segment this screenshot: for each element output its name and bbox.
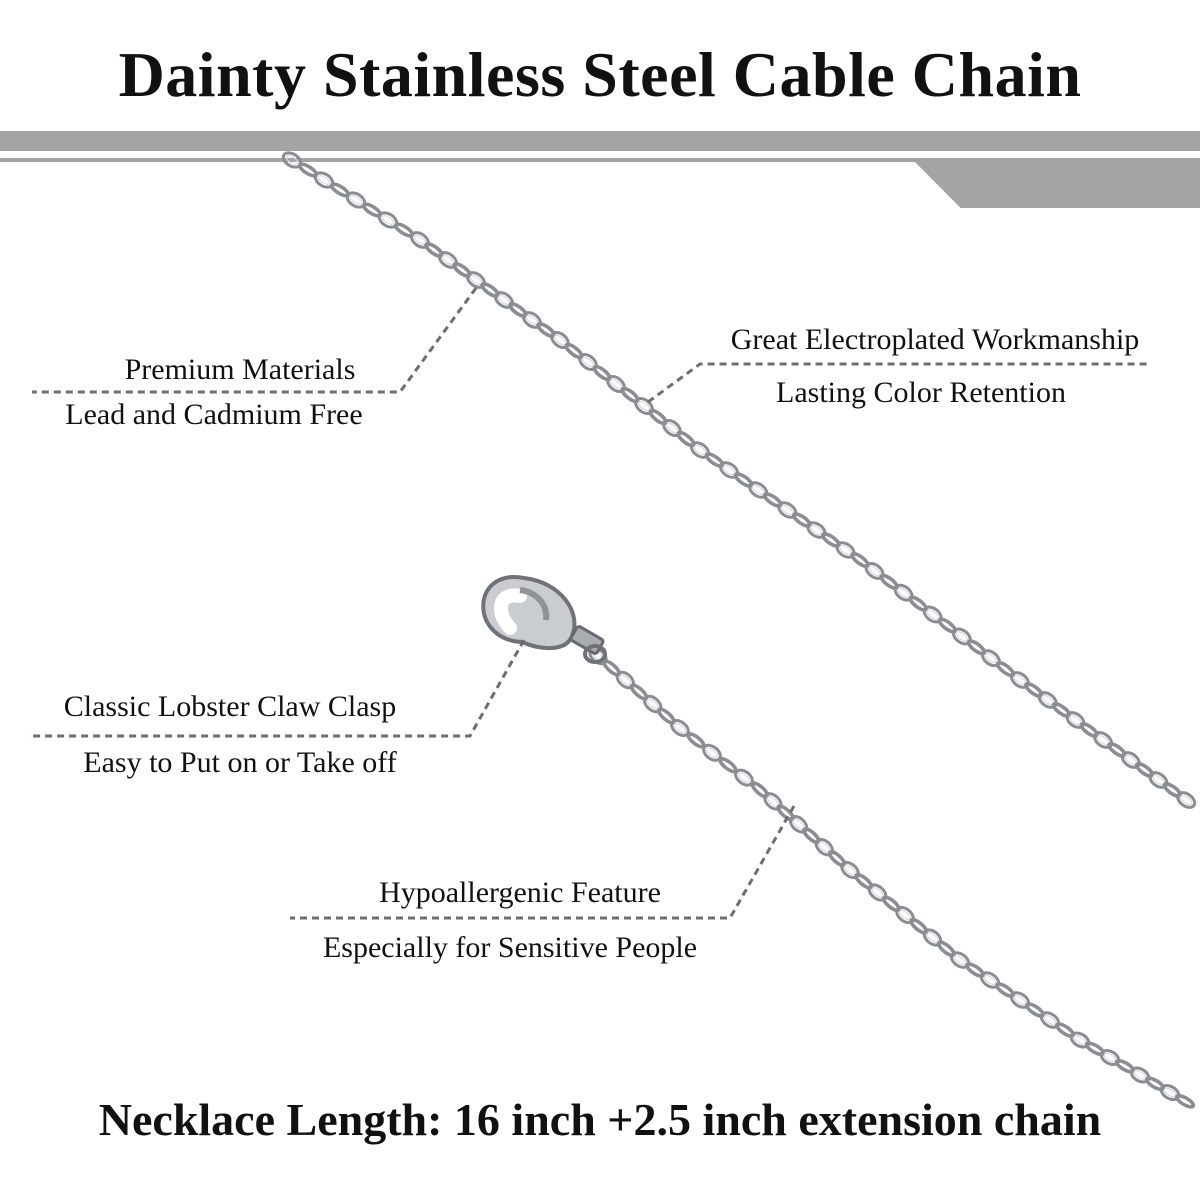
chain-link: [1107, 741, 1127, 759]
chain-link: [452, 262, 472, 278]
chain-link-highlight: [926, 932, 939, 943]
chain-link: [1162, 781, 1183, 799]
leader-line-clasp: [28, 639, 526, 738]
chain-link-highlight: [1043, 1015, 1057, 1025]
chain-link: [802, 827, 821, 845]
chain-link: [1084, 1041, 1106, 1057]
chain-link: [1079, 721, 1099, 739]
header-divider-tab: [915, 162, 1200, 208]
feature-materials-heading: Premium Materials: [124, 353, 356, 386]
header-divider-band: [0, 131, 1200, 151]
chain-link-highlight: [619, 674, 632, 686]
leader-line-hypoallergenic: [290, 805, 796, 920]
chain-link-highlight: [955, 631, 968, 642]
chain-link: [750, 781, 770, 799]
feature-hypoallergenic-heading: Hypoallergenic Feature: [379, 876, 661, 909]
chain-link-highlight: [953, 955, 967, 965]
chain-link: [718, 756, 738, 774]
chain-link: [1024, 681, 1044, 699]
chain-link-highlight: [1013, 995, 1027, 1005]
cable-chain: [281, 151, 1197, 1109]
chain-link-highlight: [871, 887, 884, 898]
feature-hypoallergenic-detail: Especially for Sensitive People: [322, 931, 698, 964]
leader-lines: [28, 287, 1148, 920]
feature-clasp-heading: Classic Lobster Claw Clasp: [63, 690, 397, 723]
chain-link: [1134, 761, 1155, 779]
chain-link-highlight: [868, 565, 881, 577]
chain-link-highlight: [317, 175, 331, 185]
chain-link-highlight: [844, 864, 856, 876]
chain-link-highlight: [646, 698, 659, 710]
chain-link-highlight: [926, 609, 939, 620]
chain-link: [1051, 701, 1072, 719]
leader-line-workmanship: [647, 362, 1148, 404]
chain-link-highlight: [381, 215, 395, 225]
chain-link: [814, 837, 834, 857]
lobster-claw-clasp-icon: [481, 575, 607, 664]
chain-link-highlight: [349, 195, 363, 205]
chain-link-highlight: [984, 653, 998, 664]
chain-link: [480, 282, 500, 298]
chain-link-highlight: [553, 334, 567, 346]
chain-link-highlight: [609, 378, 623, 390]
chain-link-highlight: [665, 422, 679, 434]
chain-link: [788, 815, 809, 834]
chain-link: [1176, 791, 1197, 809]
chain-link-highlight: [581, 356, 595, 368]
chain-link-highlight: [285, 155, 299, 165]
chain-link-highlight: [737, 772, 751, 783]
chain-link: [536, 322, 556, 338]
chain-link: [776, 804, 795, 822]
product-title: Dainty Stainless Steel Cable Chain: [118, 39, 1082, 110]
feature-materials-detail: Lead and Cadmium Free: [65, 398, 363, 431]
chain-link: [424, 242, 444, 258]
leader-line-materials: [32, 287, 478, 394]
chain-link-highlight: [1180, 794, 1193, 806]
feature-workmanship-heading: Great Electroplated Workmanship: [730, 323, 1140, 356]
chain-link-highlight: [897, 587, 910, 598]
chain-link: [763, 792, 783, 811]
feature-workmanship-detail: Lasting Color Retention: [776, 376, 1066, 409]
chain-link-highlight: [983, 975, 997, 985]
chain-link: [1174, 1093, 1196, 1109]
chain-link: [686, 732, 706, 749]
feature-clasp-detail: Easy to Put on or Take off: [83, 746, 397, 779]
chain-link-highlight: [899, 909, 911, 921]
chain-link-highlight: [673, 722, 687, 734]
chain-link: [1144, 1076, 1166, 1092]
chain-link: [1114, 1058, 1136, 1074]
chain-link-highlight: [637, 400, 651, 412]
chain-link: [508, 302, 528, 318]
header-divider-line: [0, 158, 1200, 162]
chain-link-highlight: [705, 747, 719, 759]
chain-link: [827, 849, 847, 868]
necklace-length-caption: Necklace Length: 16 inch +2.5 inch exten…: [98, 1094, 1102, 1145]
